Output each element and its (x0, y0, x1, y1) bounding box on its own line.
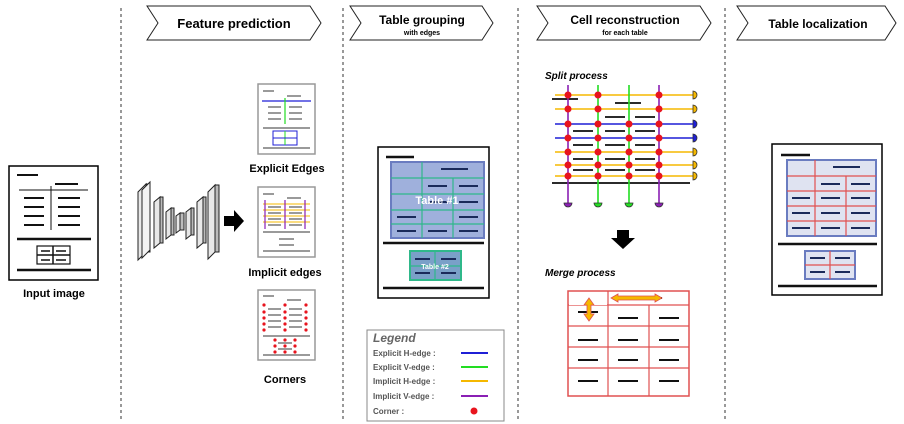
chevron-arrow (536, 5, 712, 41)
legend-title: Legend (373, 331, 416, 345)
legend-label: Implicit H-edge : (373, 377, 435, 386)
input-image-label: Input image (23, 288, 85, 300)
legend-label: Corner : (373, 407, 404, 416)
merge-process-table (567, 290, 690, 397)
legend-item: Explicit H-edge : (373, 349, 488, 358)
arrow-down-icon (611, 230, 635, 249)
legend-label: Implicit V-edge : (373, 392, 434, 401)
corners-map (257, 289, 316, 361)
split-process-label: Split process (545, 71, 608, 82)
stage-title: Table grouping (379, 13, 465, 27)
input-image-document (8, 165, 99, 281)
stage-subtitle: with edges (403, 30, 440, 37)
horizontal-merge-arrow-icon (610, 293, 663, 303)
legend-item: Implicit V-edge : (373, 392, 488, 401)
chevron-arrow (736, 5, 897, 41)
split-process-grid (552, 85, 698, 208)
merge-process-label: Merge process (545, 268, 616, 279)
table-localization-document (771, 143, 883, 296)
chevron-arrow (349, 5, 494, 41)
stage-header-feature-prediction: Feature prediction (146, 5, 322, 41)
table-label: Table #1 (415, 195, 458, 207)
stage-subtitle: for each table (602, 30, 648, 37)
explicit-edges-map (257, 83, 316, 155)
stage-header-table-grouping: Table grouping with edges (349, 5, 494, 41)
stage-header-table-localization: Table localization (736, 5, 897, 41)
legend-label: Explicit V-edge : (373, 363, 435, 372)
encoder-decoder-network (137, 180, 220, 262)
stage-title: Feature prediction (177, 16, 290, 31)
arrow-right-icon (224, 210, 244, 232)
chevron-arrow (146, 5, 322, 41)
legend-item: Implicit H-edge : (373, 377, 488, 386)
table-label: Table #2 (421, 264, 449, 271)
table-1-region (390, 161, 485, 239)
stage-title: Cell reconstruction (570, 13, 679, 27)
stage-dividers (120, 8, 726, 420)
feature-output-label: Corners (264, 374, 306, 386)
feature-output-label: Explicit Edges (249, 163, 324, 175)
feature-output-label: Implicit edges (248, 267, 321, 279)
legend-label: Explicit H-edge : (373, 349, 436, 358)
stage-header-cell-reconstruction: Cell reconstruction for each table (536, 5, 712, 41)
legend-item: Corner : (373, 407, 478, 416)
vertical-merge-arrow-icon (583, 297, 595, 322)
legend-item: Explicit V-edge : (373, 363, 488, 372)
implicit-edges-map (257, 186, 316, 258)
corner-dot-swatch (470, 407, 478, 415)
legend: Legend Explicit H-edge : Explicit V-edge… (366, 329, 505, 422)
table-grouping-document: Table #1 Table #2 (377, 146, 490, 299)
stage-title: Table localization (768, 17, 867, 31)
